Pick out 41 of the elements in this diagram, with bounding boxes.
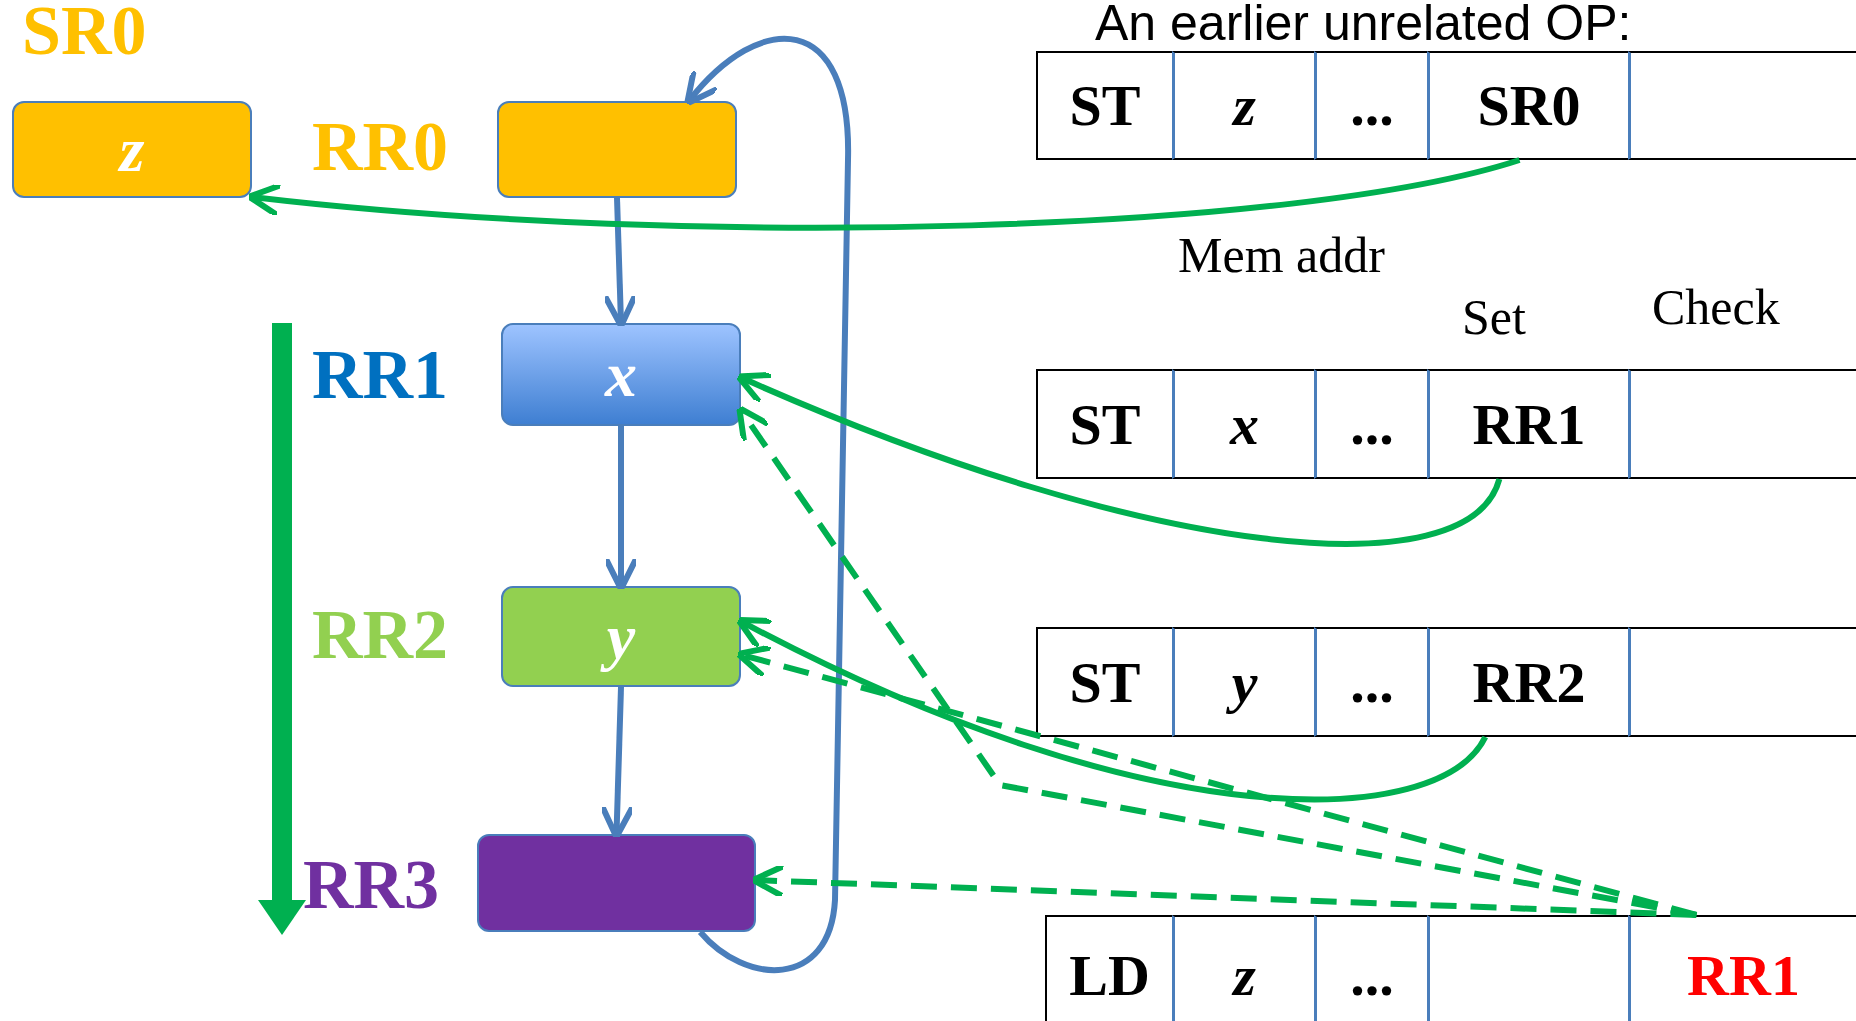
register-box	[497, 101, 737, 198]
table-cell: ...	[1314, 627, 1427, 737]
table-cell: x	[1172, 369, 1314, 479]
register-label: RR1	[312, 340, 449, 410]
column-header: Check	[1652, 280, 1780, 335]
register-label: RR0	[312, 112, 449, 182]
register-box: y	[501, 586, 741, 687]
table-cell: RR2	[1427, 627, 1628, 737]
table-cell: z	[1172, 51, 1314, 160]
register-box: x	[501, 323, 741, 426]
table-cell: ...	[1314, 369, 1427, 479]
table-cell: y	[1172, 627, 1314, 737]
table-cell	[1628, 369, 1856, 479]
register-label: SR0	[22, 0, 147, 66]
table-cell: RR1	[1628, 915, 1856, 1021]
arrow	[684, 35, 851, 973]
table-cell	[1427, 915, 1628, 1021]
dashed-arrow	[735, 644, 1698, 918]
table-title: An earlier unrelated OP:	[1095, 0, 1632, 51]
table-cell: LD	[1045, 915, 1172, 1021]
register-label: RR3	[303, 850, 440, 920]
arrow	[735, 617, 1488, 803]
table-cell	[1628, 627, 1856, 737]
dashed-arrow	[750, 863, 1697, 918]
table-cell: RR1	[1427, 369, 1628, 479]
table-cell: ST	[1036, 51, 1172, 160]
table-cell: ST	[1036, 369, 1172, 479]
arrow	[603, 426, 639, 592]
arrow	[735, 371, 1503, 547]
register-box	[477, 834, 756, 932]
table-cell: ...	[1314, 51, 1427, 160]
arrow	[246, 157, 1521, 231]
table-cell: ...	[1314, 915, 1427, 1021]
table-cell	[1628, 51, 1856, 160]
column-header: Set	[1462, 290, 1526, 345]
table-cell: SR0	[1427, 51, 1628, 160]
table-cell: z	[1172, 915, 1314, 1021]
register-box: z	[12, 101, 252, 198]
register-label: RR2	[312, 600, 449, 670]
table-cell: ST	[1036, 627, 1172, 737]
column-header: Mem addr	[1178, 228, 1385, 283]
